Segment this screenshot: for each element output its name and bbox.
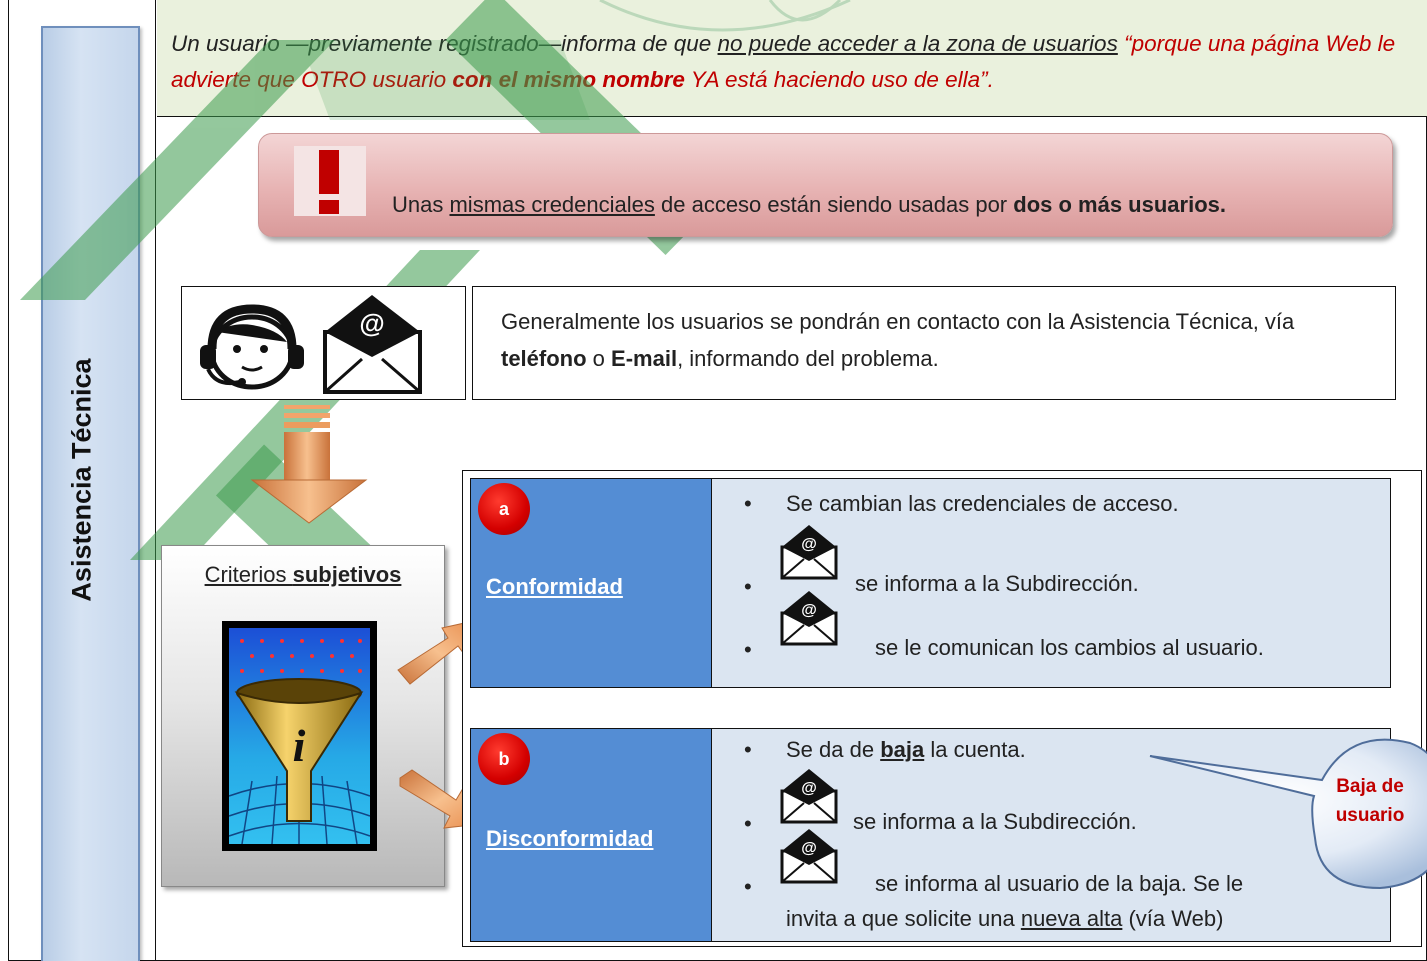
alert-text: Unas mismas credenciales de acceso están…	[392, 192, 1226, 218]
callout-line-1: Baja de	[1336, 776, 1404, 797]
problem-statement: Un usuario —previamente registrado—infor…	[157, 0, 1427, 117]
contact-text-post: , informando del problema.	[677, 346, 939, 371]
criteria-box: Criterios subjetivos	[161, 545, 445, 887]
criteria-title-bold: subjetivos	[292, 562, 402, 587]
svg-text:@: @	[801, 602, 817, 619]
bullet: •	[744, 491, 752, 516]
contact-description: Generalmente los usuarios se pondrán en …	[472, 286, 1396, 400]
alert-text-pre: Unas	[392, 192, 450, 217]
contact-phone: teléfono	[501, 346, 587, 371]
contact-text-pre: Generalmente los usuarios se pondrán en …	[501, 309, 1295, 334]
down-arrow-icon	[250, 405, 368, 525]
svg-text:@: @	[801, 840, 817, 857]
action-item: se informa a la Subdirección.	[855, 571, 1139, 596]
action-item: Se da de baja la cuenta.	[786, 737, 1026, 763]
svg-text:@: @	[801, 780, 817, 797]
email-icon: @	[780, 525, 838, 580]
alert-text-underlined: mismas credenciales	[449, 192, 655, 217]
action-text: (vía Web)	[1122, 906, 1224, 931]
exclamation-icon	[294, 146, 366, 216]
outcome-actions: • Se da de baja la cuenta. • @ se inform…	[712, 729, 1390, 941]
action-text: Se da de	[786, 737, 881, 762]
email-icon: @	[780, 591, 838, 646]
action-item-continuation: invita a que solicite una nueva alta (ví…	[786, 906, 1223, 932]
outcome-name: Conformidad	[486, 574, 623, 599]
criteria-title-pre: Criterios	[204, 562, 293, 587]
action-item: se informa a la Subdirección.	[853, 809, 1137, 834]
email-icon: @	[323, 295, 422, 394]
statement-part-1: Un usuario —previamente registrado—infor…	[171, 31, 718, 56]
action-text-underlined: nueva alta	[1020, 906, 1123, 931]
alert-text-bold: dos o más usuarios.	[1013, 192, 1226, 217]
funnel-info-icon: i	[222, 621, 377, 851]
bullet: •	[744, 874, 752, 899]
outcome-label: a Conformidad	[471, 479, 712, 687]
action-text: invita a que solicite una	[786, 906, 1021, 931]
badge-b: b	[478, 733, 530, 785]
outcome-actions: • Se cambian las credenciales de acceso.…	[712, 479, 1390, 687]
svg-text:@: @	[801, 536, 817, 553]
statement-part-2: no puede acceder a la zona de usuarios	[717, 31, 1118, 56]
contact-icons: @	[181, 286, 466, 400]
outcome-label: b Disconformidad	[471, 729, 712, 941]
action-text-bold: baja	[880, 737, 925, 762]
contact-or: o	[586, 346, 612, 371]
contact-email: E-mail	[611, 346, 678, 371]
bullet: •	[744, 811, 752, 836]
email-icon: @	[780, 829, 838, 884]
outcome-name: Disconformidad	[486, 826, 654, 851]
outcome-conformidad: a Conformidad • Se cambian las credencia…	[470, 478, 1391, 688]
svg-text:@: @	[359, 308, 384, 338]
action-item: Se cambian las credenciales de acceso.	[786, 491, 1179, 516]
badge-a: a	[478, 483, 530, 535]
statement-part-5: YA está haciendo uso de ella”.	[684, 67, 994, 92]
alert-text-mid: de acceso están siendo usadas por	[654, 192, 1014, 217]
callout-bubble	[1149, 738, 1427, 890]
callout-text: Baja de usuario	[1320, 772, 1420, 830]
svg-text:i: i	[293, 720, 306, 771]
alert-box: Unas mismas credenciales de acceso están…	[258, 133, 1393, 237]
criteria-title: Criterios subjetivos	[162, 562, 444, 588]
headset-operator-icon	[200, 304, 304, 390]
callout-line-2: usuario	[1335, 805, 1405, 826]
action-item: se informa al usuario de la baja. Se le	[875, 871, 1244, 896]
sidebar-label: Asistencia Técnica	[66, 358, 97, 602]
action-text: la cuenta.	[924, 737, 1026, 762]
action-item: se le comunican los cambios al usuario.	[875, 635, 1264, 660]
email-icon: @	[780, 769, 838, 824]
bullet: •	[744, 574, 752, 599]
outcome-disconformidad: b Disconformidad • Se da de baja la cuen…	[470, 728, 1391, 942]
bullet: •	[744, 737, 752, 762]
statement-part-4: con el mismo nombre	[452, 67, 685, 92]
bullet: •	[744, 637, 752, 662]
